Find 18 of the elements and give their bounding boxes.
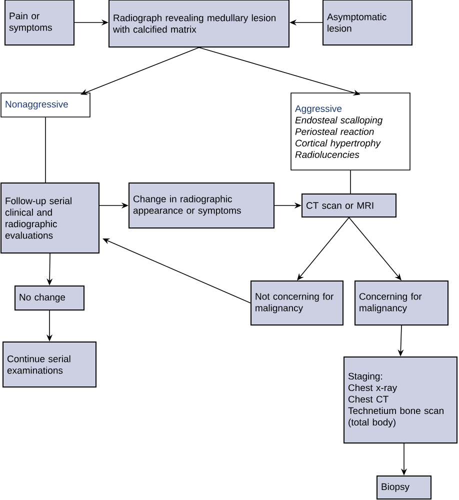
process-box: Radiograph revealing medullary lesion with calcified matrix [108, 0, 290, 48]
process-box: Asymptomatic lesion [322, 0, 412, 46]
category-box: Nonaggressive [0, 92, 90, 118]
process-box: Staging: Chest x-ray Chest CT Technetium bone scan (total body) [344, 356, 458, 444]
arrow [297, 217, 350, 280]
category-box: Aggressive Endosteal scalloping Periosteal reaction Cortical hypertrophy Radiolucencies [290, 92, 410, 170]
connector-line [350, 170, 351, 194]
process-box: No change [14, 286, 84, 310]
process-box: CT scan or MRI [302, 194, 396, 218]
process-box: Not concerning for malignancy [250, 280, 344, 326]
arrow [348, 217, 402, 280]
process-box: Continue serial examinations [2, 342, 96, 388]
process-box: Pain or symptoms [4, 0, 74, 46]
process-box: Change in radiographic appearance or symptoms [128, 182, 274, 228]
connector-line [45, 117, 46, 183]
process-box: Follow-up serial clinical and radiographic evaluations [0, 182, 100, 254]
process-box: Concerning for malignancy [354, 280, 448, 326]
process-box: Biopsy [376, 476, 432, 500]
